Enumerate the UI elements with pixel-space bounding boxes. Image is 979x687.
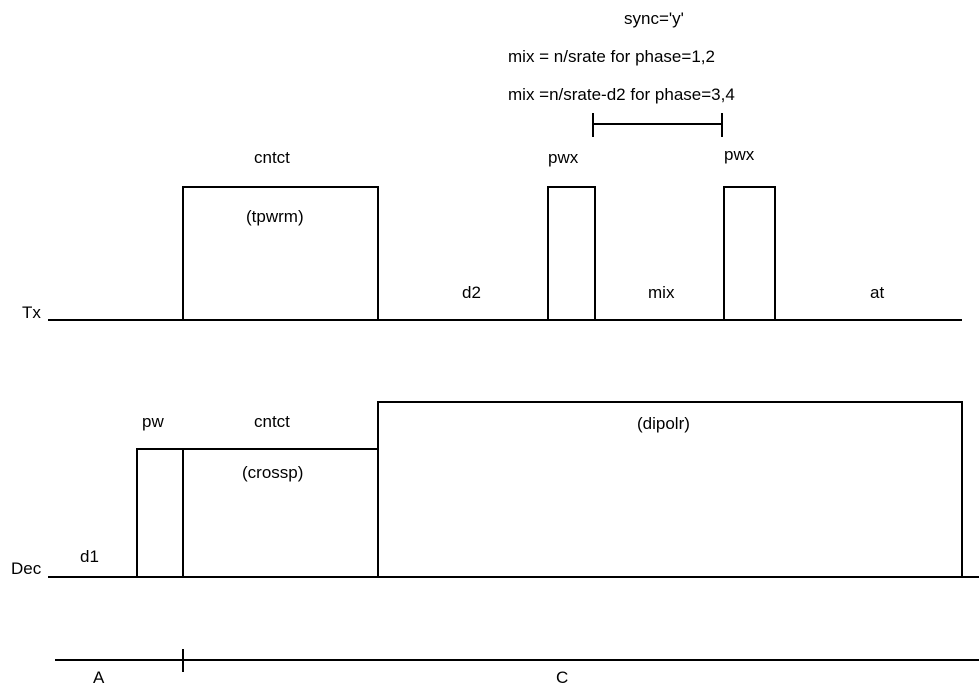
tx-pwx-label-2: pwx — [724, 145, 755, 164]
sync-annotation: sync='y' — [624, 9, 684, 28]
mix-interval-bracket — [592, 113, 723, 137]
tx-cntct-label: cntct — [254, 148, 290, 167]
dec-crossp-label: (crossp) — [242, 463, 303, 482]
tx-channel-label: Tx — [22, 303, 41, 322]
dec-dipolr-pulse — [377, 401, 963, 577]
period-a-label: A — [93, 668, 105, 687]
dec-channel-label: Dec — [11, 559, 42, 578]
tx-tpwrm-label: (tpwrm) — [246, 207, 304, 226]
tx-pwx-pulse-2 — [723, 186, 776, 320]
tx-pwx-label-1: pwx — [548, 148, 579, 167]
mix-delay-label: mix — [648, 283, 675, 302]
dec-pw-pulse — [136, 448, 184, 577]
d1-delay-label: d1 — [80, 547, 99, 566]
at-acquisition-label: at — [870, 283, 884, 302]
dec-dipolr-label: (dipolr) — [637, 414, 690, 433]
mix-phase12-annotation: mix = n/srate for phase=1,2 — [508, 47, 715, 66]
dec-pw-label: pw — [142, 412, 164, 431]
period-c-label: C — [556, 668, 568, 687]
tx-pwx-pulse-1 — [547, 186, 596, 320]
dec-cntct-label: cntct — [254, 412, 290, 431]
mix-phase34-annotation: mix =n/srate-d2 for phase=3,4 — [508, 85, 735, 104]
tx-cntct-pulse — [182, 186, 379, 320]
d2-delay-label: d2 — [462, 283, 481, 302]
